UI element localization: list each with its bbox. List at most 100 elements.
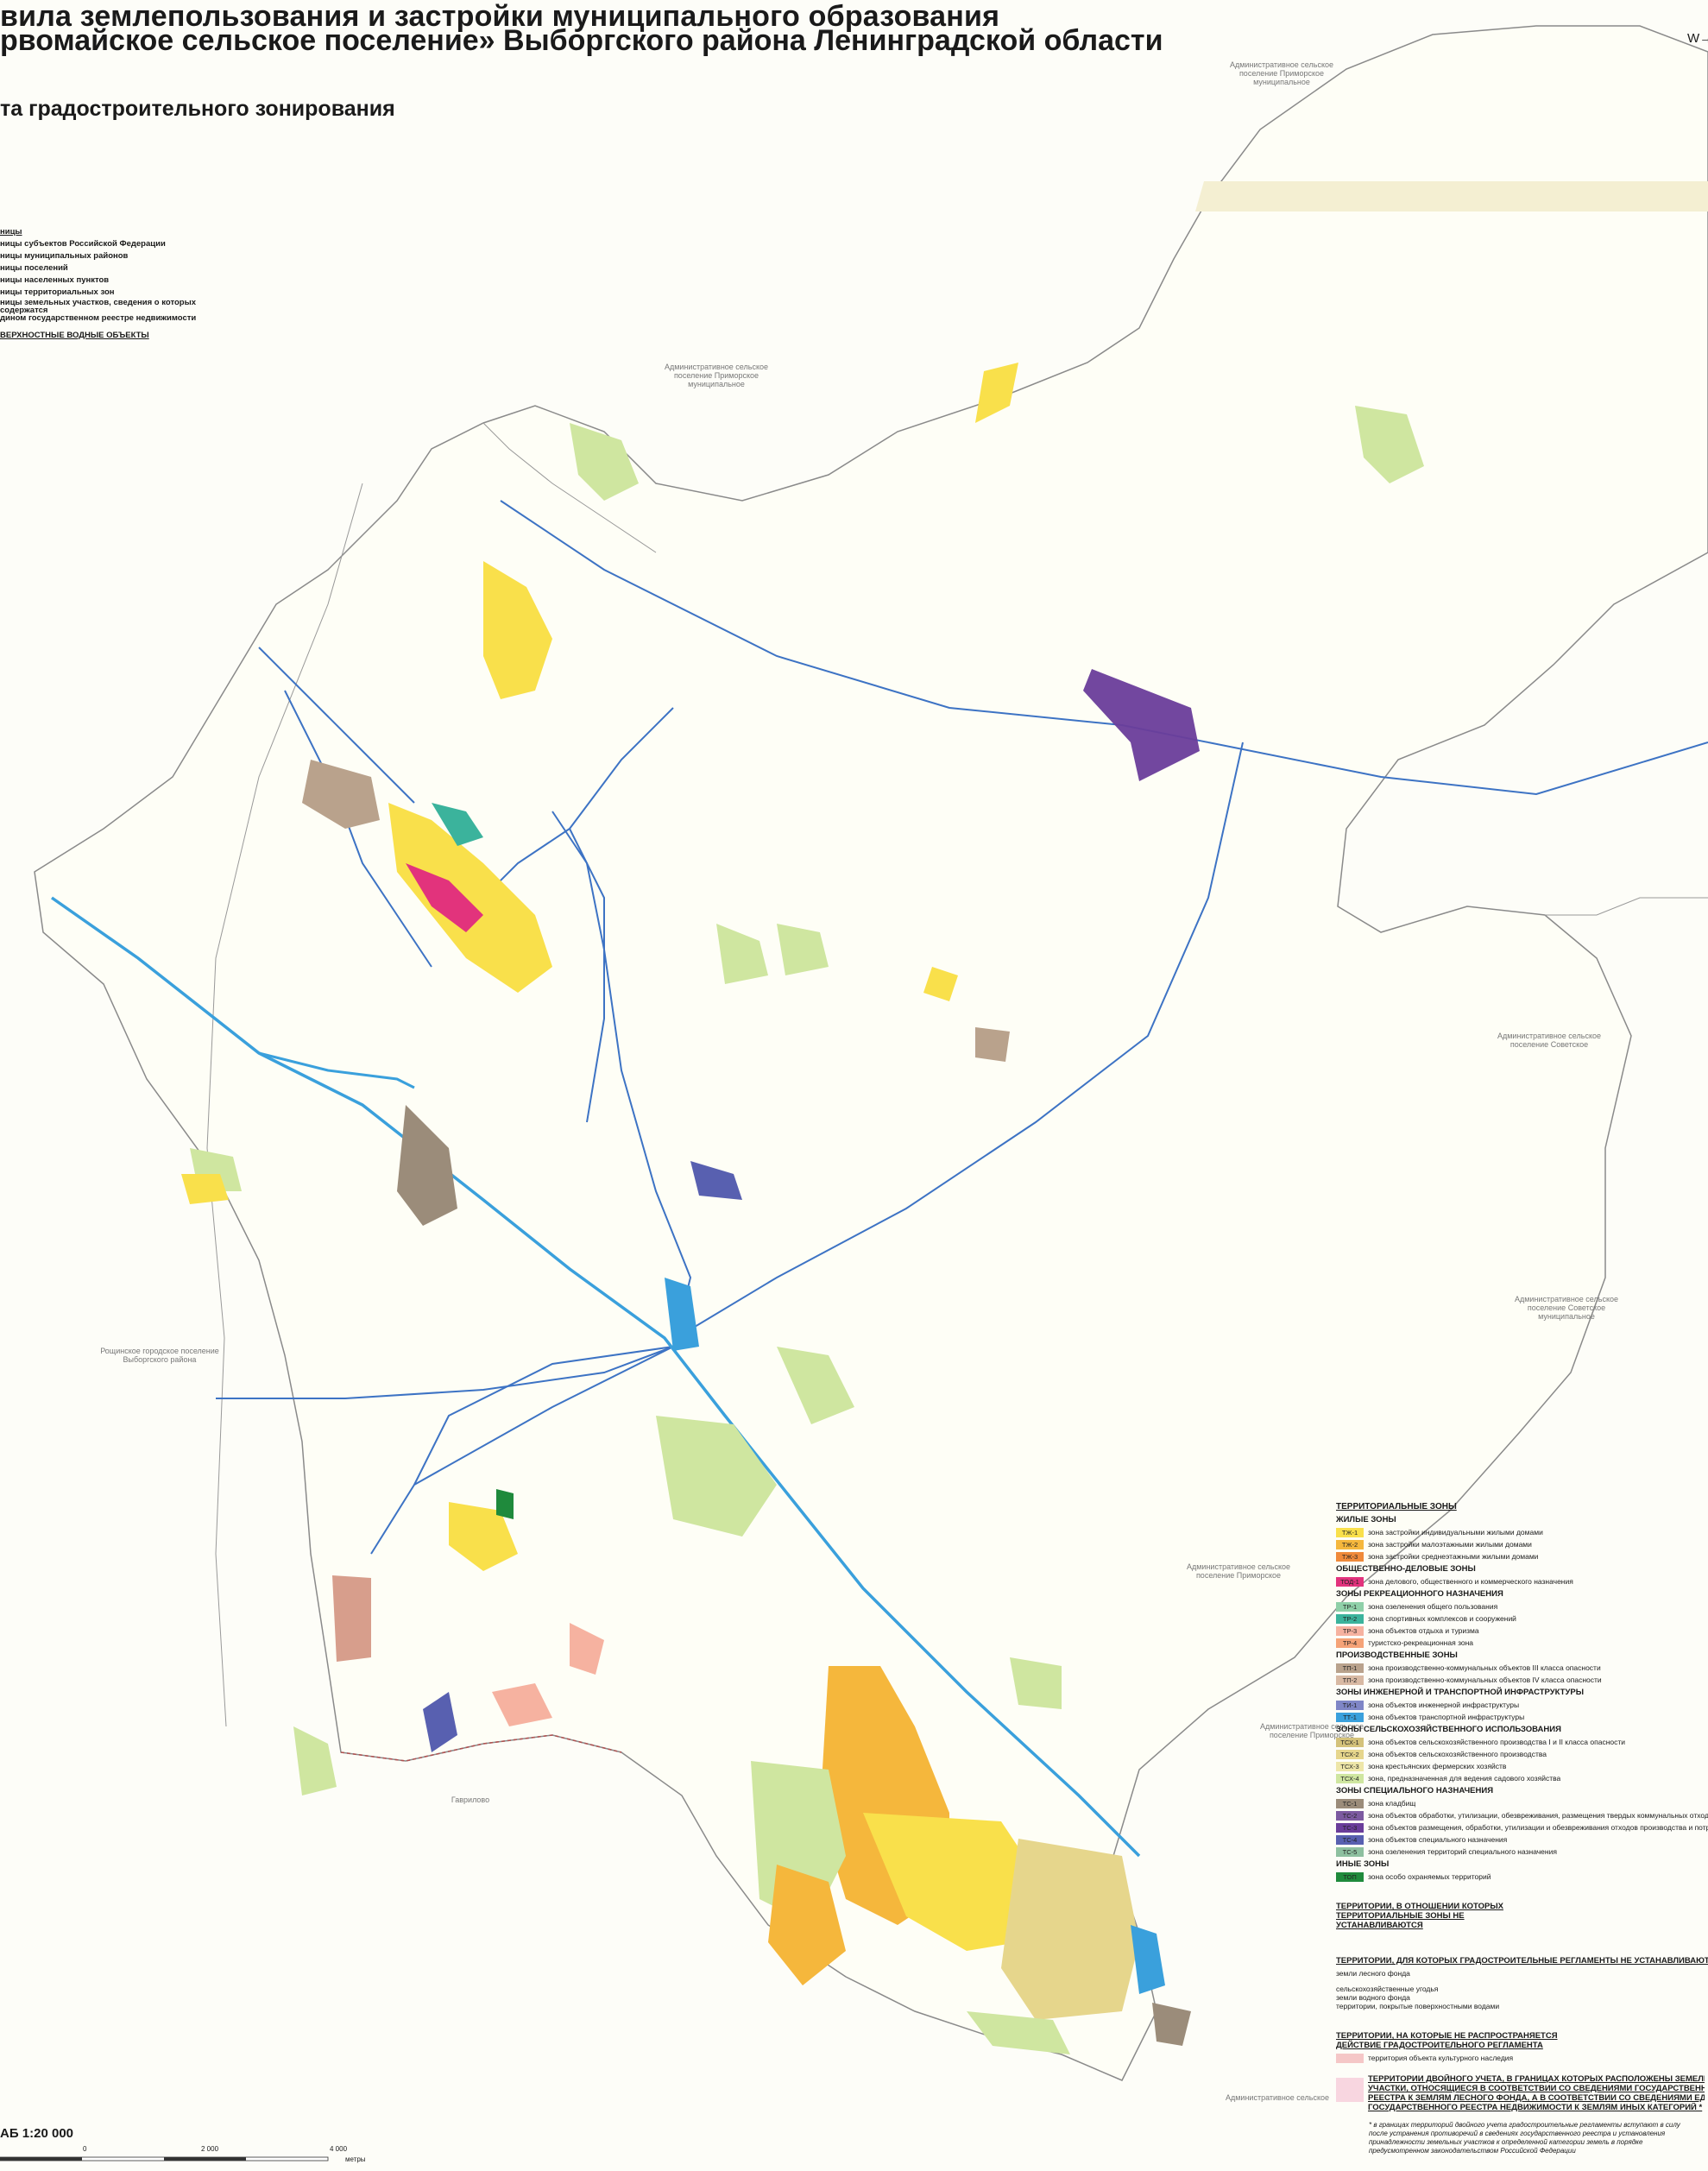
- legend-label: зона озеленения территорий специального …: [1368, 1847, 1557, 1856]
- agricultural-zone: [1001, 1839, 1139, 2020]
- garden-zone: [777, 924, 829, 975]
- legend-label: зона спортивных комплексов и сооружений: [1368, 1614, 1516, 1623]
- area-label: Административное сельское поселение Прим…: [664, 363, 768, 388]
- production-zone: [302, 760, 380, 829]
- legend-label: зона объектов отдыха и туризма: [1368, 1626, 1479, 1635]
- residential-zone: [449, 1502, 518, 1571]
- inner-boundary: [206, 483, 363, 1727]
- water-objects-label: ВЕРХНОСТНЫЕ ВОДНЫЕ ОБЪЕКТЫ: [0, 331, 149, 340]
- legend-label: туристско-рекреационная зона: [1368, 1638, 1474, 1647]
- garden-zone: [1010, 1657, 1062, 1709]
- legend-group-title: ЗОНЫ ИНЖЕНЕРНОЙ И ТРАНСПОРТНОЙ ИНФРАСТРУ…: [1336, 1688, 1585, 1697]
- legend-row: ТР-4 туристско-рекреационная зона: [1336, 1637, 1708, 1649]
- legend-label: зона озеленения общего пользования: [1368, 1602, 1498, 1611]
- production-zone: [975, 1027, 1010, 1062]
- legend-row: ТР-3 зона объектов отдыха и туризма: [1336, 1625, 1708, 1637]
- road: [284, 690, 432, 968]
- recreation-zone: [432, 803, 483, 846]
- legend-swatch: ТР-3: [1336, 1625, 1364, 1636]
- legend-label: зона производственно-коммунальных объект…: [1368, 1663, 1601, 1672]
- area-label: Гаврилово: [451, 1795, 490, 1804]
- residential-zone: [768, 1865, 846, 1985]
- area-label: Административное сельское поселение Сове…: [1497, 1032, 1601, 1049]
- legend-swatch: ТС-4: [1336, 1834, 1364, 1845]
- area-label: Административное сельское поселение Прим…: [1186, 1562, 1290, 1580]
- garden-zone: [656, 1416, 777, 1537]
- legend-group-title: ЗОНЫ СПЕЦИАЛЬНОГО НАЗНАЧЕНИЯ: [1336, 1786, 1494, 1795]
- road: [569, 828, 605, 1123]
- legend-swatch: ТП-2: [1336, 1675, 1364, 1685]
- legend-swatch: ТР-4: [1336, 1638, 1364, 1648]
- legend-swatch: ТП-1: [1336, 1663, 1364, 1673]
- legend-label: зона объектов инженерной инфраструктуры: [1368, 1701, 1520, 1709]
- settlement-territory: [34, 25, 1708, 2081]
- residential-zone: [923, 967, 958, 1001]
- scale-tick: 4 000: [330, 2145, 348, 2153]
- legend-label: зона застройки среднеэтажными жилыми дом…: [1368, 1552, 1539, 1561]
- legend-swatch: ТЖ-2: [1336, 1539, 1364, 1549]
- legend-row: территория объекта культурного наследия: [1336, 2052, 1708, 2064]
- legend-swatch: ТЖ-1: [1336, 1527, 1364, 1537]
- inner-boundary: [482, 422, 657, 553]
- legend-agri-lands: сельскохозяйственные угодья: [1336, 1985, 1439, 1993]
- residential-zone: [483, 561, 552, 699]
- scale-tick: 2 000: [201, 2145, 219, 2153]
- garden-zone: [293, 1726, 337, 1795]
- legend-swatch: ТИ-1: [1336, 1700, 1364, 1710]
- tourism-zone: [492, 1683, 552, 1726]
- business-zone: [406, 863, 483, 932]
- scale-title: АБ 1:20 000: [0, 2126, 73, 2141]
- road: [1207, 742, 1708, 796]
- legend-label: зона крестьянских фермерских хозяйств: [1368, 1762, 1507, 1770]
- north-arrow-icon: W→: [1687, 31, 1708, 46]
- legend-group-title: ОБЩЕСТВЕННО-ДЕЛОВЫЕ ЗОНЫ: [1336, 1564, 1476, 1574]
- borders-legend-item: ницы поселений: [0, 263, 68, 273]
- scale-unit: метры: [345, 2155, 366, 2163]
- borders-legend-item: ницы субъектов Российской Федерации: [0, 239, 166, 249]
- residential-zone: [863, 1813, 1036, 1951]
- scale-tick: 0: [83, 2145, 87, 2153]
- transport-zone: [1131, 1925, 1165, 1994]
- legend-footnote: * в границах территорий двойного учета г…: [1369, 2121, 1680, 2129]
- legend-label: зона производственно-коммунальных объект…: [1368, 1676, 1602, 1684]
- residential-zone: [181, 1174, 229, 1204]
- infrastructure-zone: [690, 1161, 742, 1200]
- residential-zone: [388, 803, 552, 993]
- road: [258, 647, 415, 804]
- legend-label: зона объектов обработки, утилизации, обе…: [1368, 1811, 1708, 1820]
- legend-row: ТП-2 зона производственно-коммунальных об…: [1336, 1674, 1708, 1686]
- legend-not-established: ТЕРРИТОРИИ, В ОТНОШЕНИИ КОТОРЫХ ТЕРРИТОР…: [1336, 1902, 1503, 1930]
- legend-label: зона объектов транспортной инфраструктур…: [1368, 1713, 1525, 1721]
- map-title-line-1: вила землепользования и застройки муници…: [0, 0, 1000, 33]
- legend-label: зона объектов специального назначения: [1368, 1835, 1508, 1844]
- map-subtitle: та градостроительного зонирования: [0, 97, 395, 121]
- legend-group-title: ИНЫЕ ЗОНЫ: [1336, 1859, 1390, 1869]
- industrial-zone: [1083, 669, 1200, 781]
- road: [370, 1346, 674, 1555]
- legend-swatch: ТСХ-4: [1336, 1773, 1364, 1783]
- garden-zone: [570, 423, 639, 501]
- area-label: Рощинское городское поселение Выборгског…: [100, 1347, 219, 1364]
- legend-water-covered: территории, покрытые поверхностными вода…: [1336, 2002, 1500, 2010]
- garden-zone: [967, 2011, 1070, 2054]
- garden-zone: [1355, 406, 1424, 483]
- tourism-zone: [570, 1623, 604, 1675]
- infrastructure-zone: [423, 1692, 457, 1752]
- legend-swatch: [1336, 2053, 1364, 2063]
- legend-label: зона объектов сельскохозяйственного прои…: [1368, 1738, 1626, 1746]
- legend-double-account-line: РЕЕСТРА К ЗЕМЛЯМ ЛЕСНОГО ФОНДА, А В СООТ…: [1368, 2093, 1705, 2103]
- legend-label: зона особо охраняемых территорий: [1368, 1872, 1491, 1881]
- garden-zone: [777, 1347, 854, 1424]
- area-label: Административное сельское поселение Сове…: [1514, 1295, 1618, 1321]
